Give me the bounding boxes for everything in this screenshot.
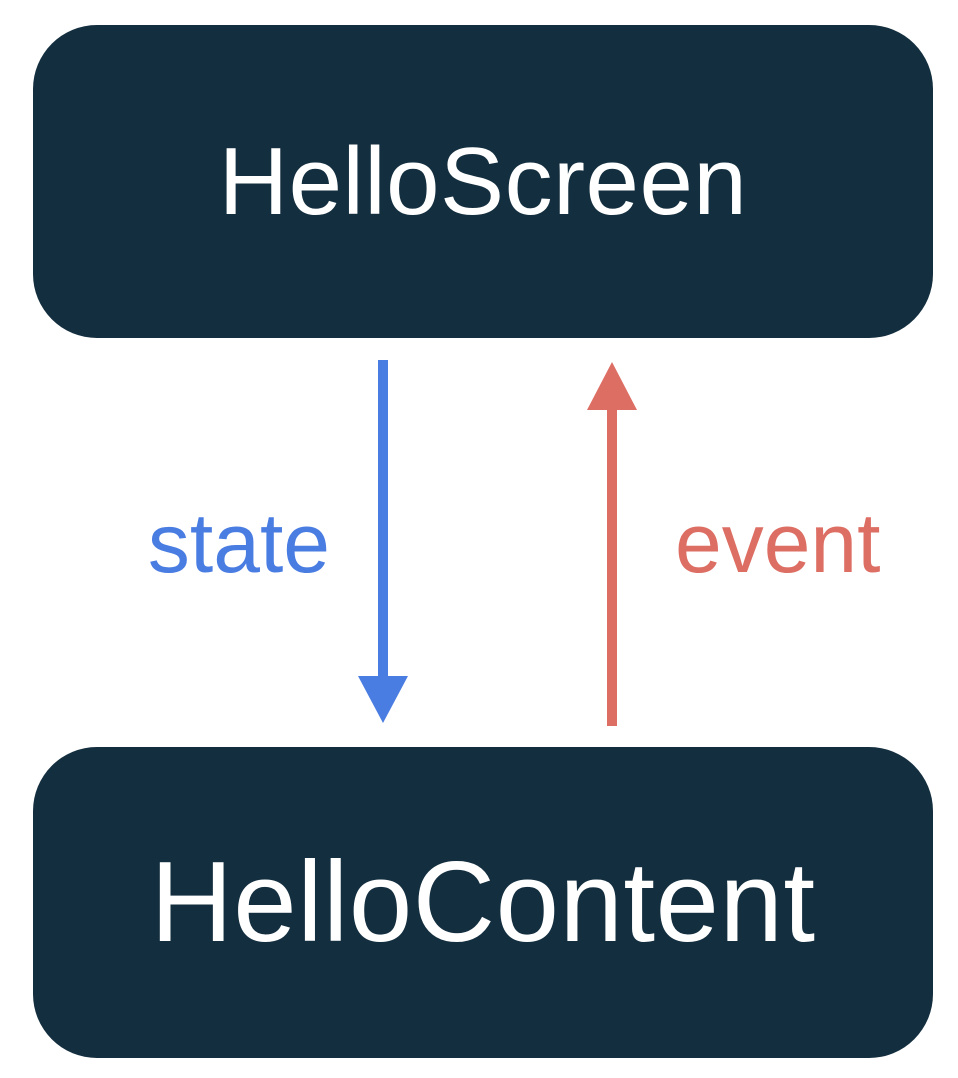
node-helloscreen-label: HelloScreen (218, 127, 748, 235)
event-arrow-label: event (675, 496, 881, 590)
state-arrow-label: state (147, 496, 330, 590)
state-arrow-head-icon (358, 676, 408, 723)
node-hellocontent: HelloContent (33, 747, 933, 1058)
state-arrow (358, 360, 408, 723)
event-arrow (587, 362, 637, 726)
event-arrow-head-icon (587, 362, 637, 410)
node-hellocontent-label: HelloContent (150, 838, 816, 966)
node-helloscreen: HelloScreen (33, 25, 933, 338)
